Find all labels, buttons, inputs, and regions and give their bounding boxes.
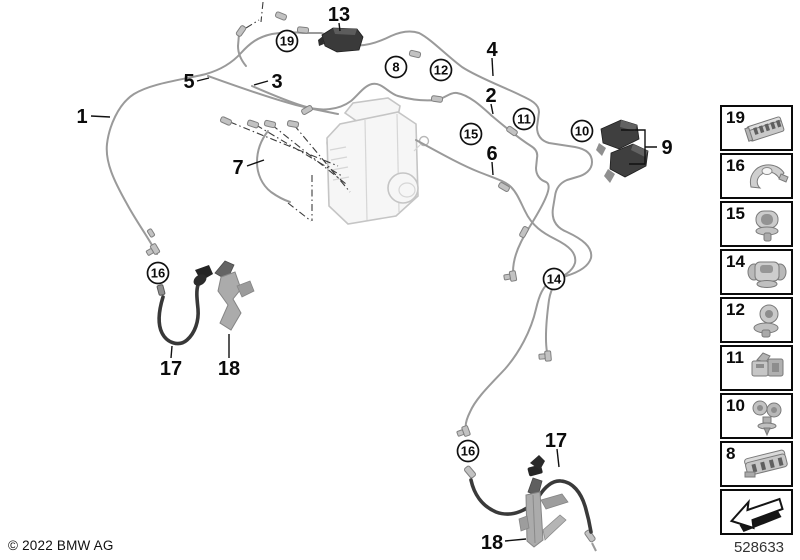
callout-17-right[interactable]: 17 — [545, 430, 567, 452]
ribbed-rail-clip-icon — [744, 116, 785, 142]
pipe-end-connector — [503, 270, 518, 282]
legend-direction-arrow-box[interactable] — [720, 489, 793, 535]
callout-9[interactable]: 9 — [661, 137, 672, 159]
callout-17-left[interactable]: 17 — [160, 358, 182, 380]
sheet-metal-clip-icon — [749, 164, 789, 189]
legend-item-12[interactable]: 12 — [720, 297, 793, 343]
callout-circled-15[interactable]: 15 — [464, 127, 478, 142]
multi-line-holder-icon — [744, 449, 788, 478]
pipe-5-feed — [207, 75, 339, 115]
callout-5[interactable]: 5 — [183, 71, 194, 93]
callout-13[interactable]: 13 — [328, 4, 350, 26]
hose-inlet-fitting — [464, 465, 476, 479]
bracket-18-left — [214, 260, 255, 331]
callout-18-left[interactable]: 18 — [218, 358, 240, 380]
brake-hose-front-left — [157, 283, 200, 346]
legend-item-14[interactable]: 14 — [720, 249, 793, 295]
double-pipe-clip-icon — [747, 261, 787, 288]
callout-circled-19[interactable]: 19 — [280, 34, 294, 49]
front-right-hose-assembly — [469, 455, 593, 548]
pipe-fittings — [145, 11, 597, 552]
legend-item-label: 8 — [726, 444, 736, 463]
callout-7[interactable]: 7 — [232, 157, 243, 179]
grommet-clip-icon — [753, 304, 779, 338]
callout-4[interactable]: 4 — [486, 39, 498, 61]
callout-circled-14[interactable]: 14 — [547, 272, 562, 287]
callout-1[interactable]: 1 — [76, 106, 87, 128]
pipe-6-front-right — [415, 139, 577, 430]
callout-3[interactable]: 3 — [271, 71, 282, 93]
hydraulic-unit-ghost — [326, 97, 430, 225]
legend-item-15[interactable]: 15 — [720, 201, 793, 247]
hose-outlet-fitting — [584, 529, 596, 543]
callout-6[interactable]: 6 — [486, 143, 497, 165]
legend-item-label: 15 — [726, 204, 745, 223]
pipe-19-stub — [237, 33, 247, 67]
callout-circled-16-left[interactable]: 16 — [151, 266, 165, 281]
front-direction-arrow-icon — [729, 497, 784, 532]
callout-circled-12[interactable]: 12 — [434, 63, 448, 78]
twin-tube-clip-icon — [752, 400, 782, 437]
legend-item-label: 14 — [726, 252, 745, 271]
pipe-end-connector — [538, 350, 552, 362]
clamp-pair-9 — [596, 119, 649, 183]
callout-circled-8[interactable]: 8 — [392, 60, 399, 75]
legend-item-label: 12 — [726, 300, 745, 319]
legend-item-label: 11 — [726, 348, 744, 367]
clamp-13 — [318, 27, 364, 53]
legend-item-11[interactable]: 11 — [720, 345, 793, 391]
drawing-number: 528633 — [733, 539, 785, 556]
callout-circled-11[interactable]: 11 — [517, 112, 531, 127]
legend-item-label: 10 — [726, 396, 745, 415]
callout-18-right[interactable]: 18 — [481, 532, 503, 554]
callout-2[interactable]: 2 — [485, 85, 496, 107]
bracket-18-right — [518, 477, 569, 548]
leader-lines — [90, 22, 657, 542]
callout-circled-10[interactable]: 10 — [575, 124, 589, 139]
legend-item-19[interactable]: 19 — [720, 105, 793, 151]
legend-item-label: 19 — [726, 108, 745, 127]
brake-pipes — [105, 30, 593, 430]
pipe-2-rear — [251, 82, 550, 273]
assembly-axis-lines — [229, 1, 351, 222]
pipe-end-connector — [145, 243, 161, 256]
legend-item-8[interactable]: 8 — [720, 441, 793, 487]
legend-item-16[interactable]: 16 — [720, 153, 793, 199]
tube-holder-clip-icon — [755, 210, 779, 242]
pipe-7-unit-loop — [256, 130, 291, 203]
legend-item-10[interactable]: 10 — [720, 393, 793, 439]
callout-circled-16-right[interactable]: 16 — [461, 444, 475, 459]
legend-item-label: 16 — [726, 156, 745, 175]
hose-end-tab — [591, 542, 597, 552]
brake-hose-front-right — [469, 478, 593, 534]
block-clip-icon — [751, 352, 784, 377]
copyright-text: © 2022 BMW AG — [8, 538, 114, 553]
front-left-hose-assembly — [156, 260, 255, 346]
pipe-1-front-left — [105, 30, 593, 353]
pipe-end-connector — [456, 425, 471, 437]
